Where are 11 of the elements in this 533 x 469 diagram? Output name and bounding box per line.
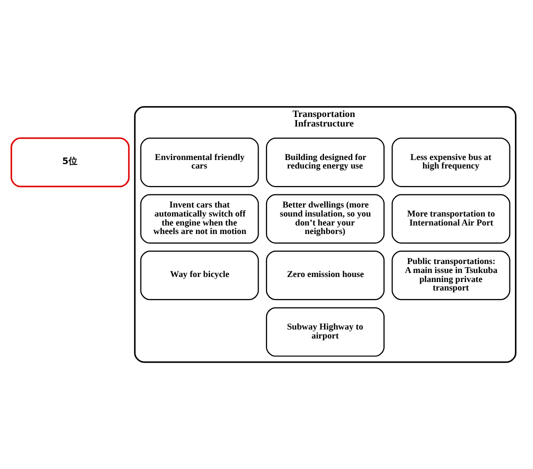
node-box: Invent cars that automatically switch off the engine when the wheels are not in motion xyxy=(140,194,259,244)
node-box: Building designed for reducing energy use xyxy=(266,138,385,188)
node-box: Less expensive bus at high frequency xyxy=(392,138,510,188)
node-box: Way for bicycle xyxy=(140,250,259,300)
node-box: Subway Highway to airport xyxy=(266,307,385,357)
node-box: Better dwellings (more sound insulation, so you don’t hear your neighbors) xyxy=(266,194,385,244)
node-box: 5位 xyxy=(10,137,130,188)
node-box: Zero emission house xyxy=(266,250,385,300)
node-box: Public transportations: A main issue in Tsukuba planning private transport xyxy=(392,250,510,300)
node-box: More transportation to International Air Port xyxy=(392,194,510,244)
node-box: Environmental friendly cars xyxy=(140,138,259,188)
